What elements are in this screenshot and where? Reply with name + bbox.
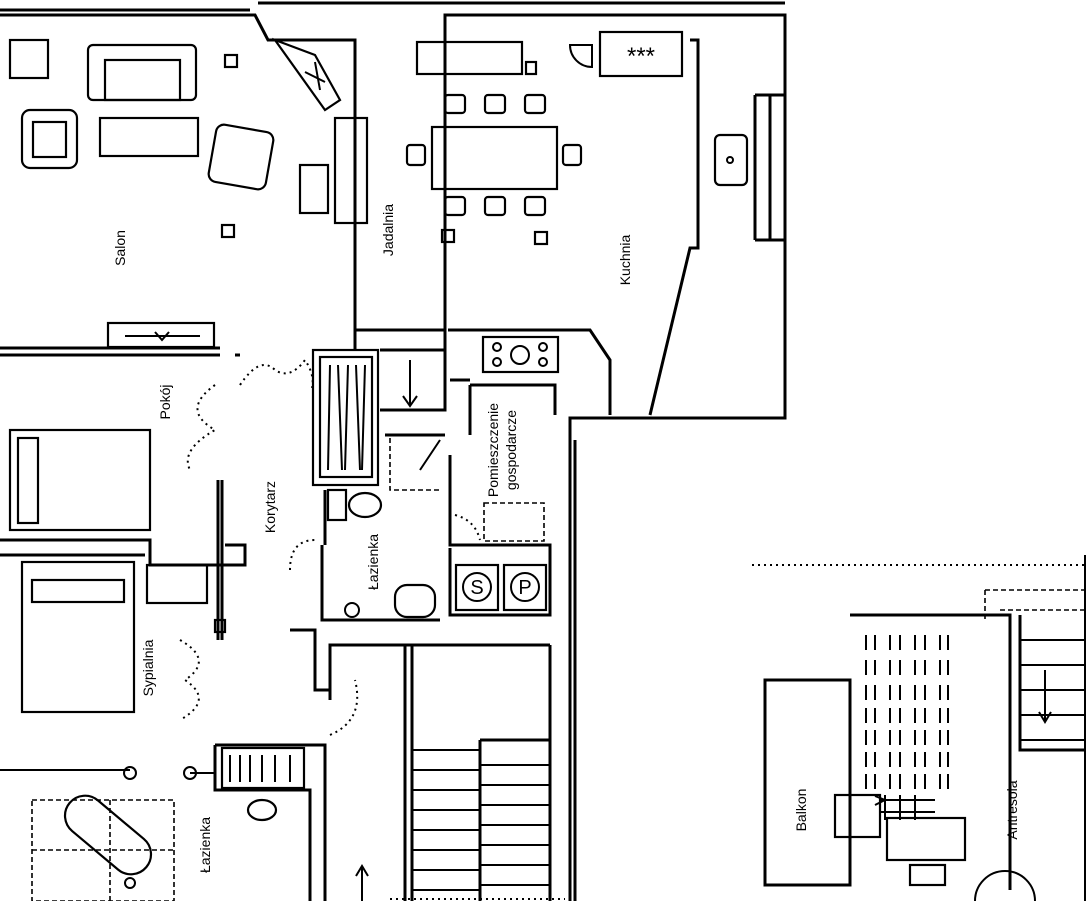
label-lazienka-2: Łazienka (197, 817, 213, 873)
label-pomieszczenie-line2: gospodarcze (503, 410, 519, 490)
walls (0, 1, 787, 901)
appliance-p-label: P (518, 577, 531, 599)
label-korytarz: Korytarz (262, 481, 278, 533)
label-balkon: Balkon (793, 789, 809, 832)
label-salon: Salon (112, 230, 128, 266)
appliance-s-label: S (470, 577, 483, 599)
label-pomieszczenie-line1: Pomieszczenie (485, 403, 501, 497)
bedroom-furniture (0, 428, 227, 780)
dining-kitchen-furniture: *** (405, 30, 749, 374)
label-lazienka-1: Łazienka (365, 534, 381, 590)
mezzanine (752, 555, 1086, 901)
salon-furniture (8, 37, 369, 349)
label-antresola: Antresola (1004, 780, 1020, 839)
door-swings (179, 358, 359, 736)
label-kuchnia: Kuchnia (617, 234, 633, 285)
main-staircase (355, 749, 565, 901)
label-jadalnia: Jadalnia (380, 204, 396, 256)
room-labels: Salon Jadalnia Kuchnia Pokój Korytarz Ła… (112, 204, 1020, 873)
bathroom-2-fixtures (31, 746, 306, 901)
label-sypialnia: Sypialnia (140, 639, 156, 696)
bathroom-utility-fixtures: S P (311, 348, 548, 619)
label-pokoj: Pokój (157, 384, 173, 419)
small-staircase (402, 360, 418, 408)
fridge-mark: *** (627, 43, 655, 70)
